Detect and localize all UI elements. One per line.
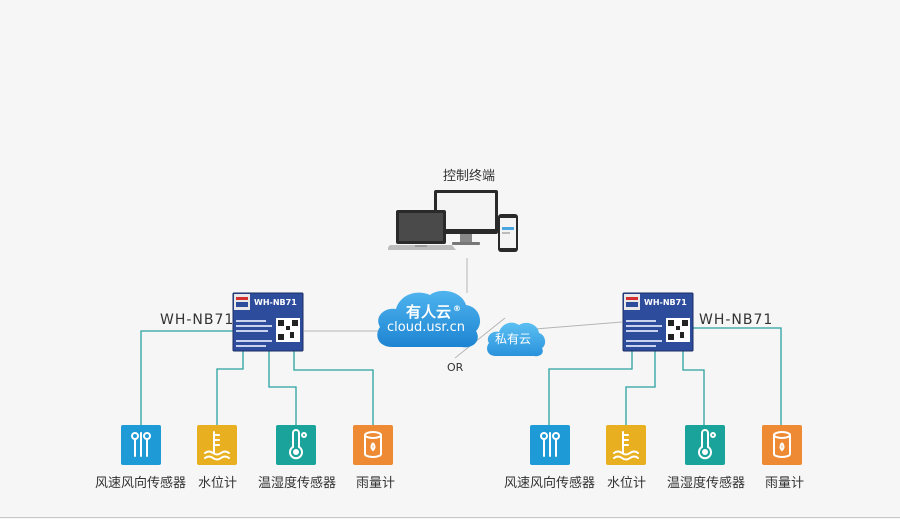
left-rain-label: 雨量计 bbox=[356, 476, 396, 491]
right-wire-water bbox=[625, 349, 656, 425]
thermometer-icon bbox=[698, 429, 716, 460]
terminal-devices bbox=[386, 188, 522, 258]
left-module-chip-text: WH-NB71 bbox=[254, 298, 297, 307]
right-water-level-sensor bbox=[606, 425, 646, 465]
wind-sensor-icon bbox=[540, 432, 560, 457]
right-wind-label: 风速风向传感器 bbox=[504, 476, 596, 491]
right-wire-rain bbox=[693, 327, 782, 425]
right-rain-gauge bbox=[762, 425, 802, 465]
right-nb71-module: WH-NB71 bbox=[622, 292, 694, 352]
water-level-icon bbox=[204, 431, 230, 461]
left-nb71-module: WH-NB71 bbox=[232, 292, 304, 352]
public-cloud-name: 有人云® bbox=[406, 303, 462, 321]
private-cloud: 私有云 bbox=[484, 318, 546, 358]
wind-sensor-icon bbox=[131, 432, 151, 457]
left-module-label: WH-NB71 bbox=[160, 312, 235, 328]
left-thermo-label: 温湿度传感器 bbox=[258, 476, 337, 491]
left-rain-gauge bbox=[353, 425, 393, 465]
terminal-label: 控制终端 bbox=[443, 169, 496, 184]
right-module-label: WH-NB71 bbox=[699, 312, 774, 328]
registered-mark: ® bbox=[453, 304, 462, 313]
left-water-level-sensor bbox=[197, 425, 237, 465]
bottom-divider bbox=[0, 517, 900, 518]
left-wind-sensor bbox=[121, 425, 161, 465]
right-thermo-sensor bbox=[685, 425, 725, 465]
right-wind-sensor bbox=[530, 425, 570, 465]
or-label: OR bbox=[447, 361, 464, 374]
left-water-label: 水位计 bbox=[198, 476, 238, 491]
right-wire-wind bbox=[548, 349, 633, 425]
cloud-to-right-module-line bbox=[534, 321, 623, 330]
monitor-icon bbox=[434, 190, 498, 245]
right-module-chip-text: WH-NB71 bbox=[644, 298, 687, 307]
rain-gauge-icon bbox=[773, 431, 791, 458]
public-cloud-url: cloud.usr.cn bbox=[387, 320, 466, 335]
right-thermo-label: 温湿度传感器 bbox=[667, 476, 746, 491]
right-water-label: 水位计 bbox=[607, 476, 647, 491]
left-wire-rain bbox=[293, 349, 374, 425]
phone-icon bbox=[498, 214, 518, 252]
left-wind-label: 风速风向传感器 bbox=[95, 476, 187, 491]
or-divider-line bbox=[454, 317, 506, 359]
left-wire-water bbox=[216, 349, 244, 425]
left-thermo-sensor bbox=[276, 425, 316, 465]
rain-gauge-icon bbox=[364, 431, 382, 458]
water-level-icon bbox=[613, 431, 639, 461]
right-rain-label: 雨量计 bbox=[765, 476, 805, 491]
thermometer-icon bbox=[289, 429, 307, 460]
public-cloud: 有人云® cloud.usr.cn bbox=[372, 285, 484, 351]
right-wire-thermo bbox=[682, 349, 705, 425]
private-cloud-name: 私有云 bbox=[495, 332, 532, 346]
left-wire-wind bbox=[140, 330, 234, 425]
left-wire-thermo bbox=[268, 349, 297, 425]
laptop-icon bbox=[386, 210, 456, 250]
